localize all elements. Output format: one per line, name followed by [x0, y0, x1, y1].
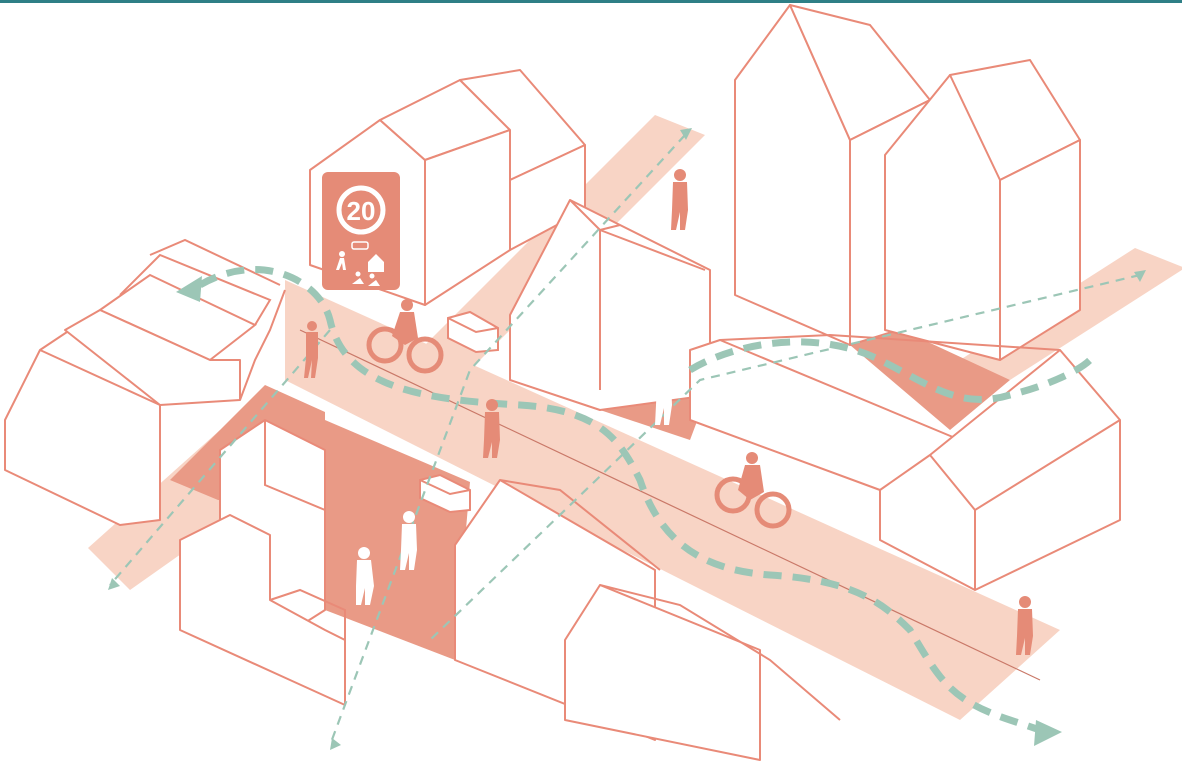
pedestrian-upper-right: [671, 169, 688, 230]
speed-limit-value: 20: [347, 196, 376, 226]
arrow-right-icon: [1034, 720, 1062, 746]
arrow-down-left-icon-2: [330, 738, 341, 750]
tall-towers: [735, 5, 1080, 360]
speed-limit-sign: 20: [322, 172, 400, 290]
